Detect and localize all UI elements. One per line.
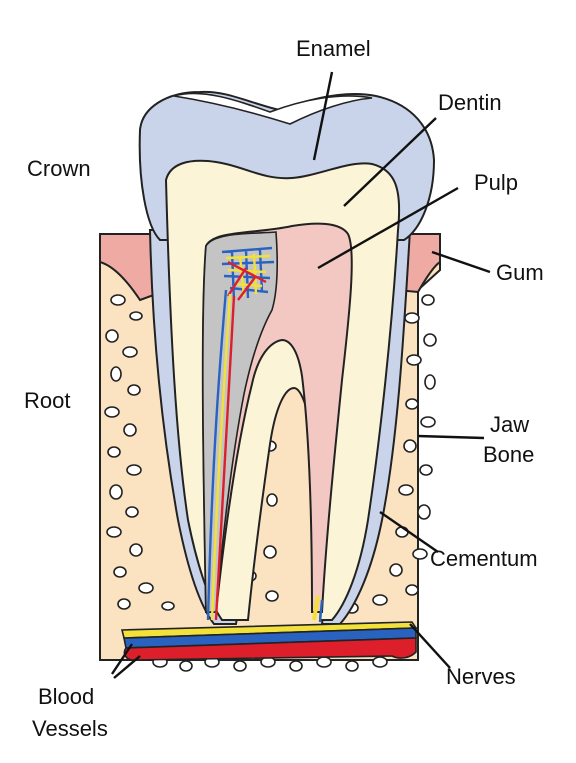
pulp-vessels [206, 246, 324, 623]
leader-lines [111, 71, 491, 679]
enamel-highlight [173, 92, 373, 125]
label-root: Root [24, 388, 70, 413]
gum-leader [431, 250, 491, 274]
blood-vessels-bundle [120, 621, 418, 661]
label-nerves: Nerves [446, 664, 516, 689]
label-bone: Bone [483, 442, 534, 467]
label-vessels: Vessels [32, 716, 108, 741]
label-pulp: Pulp [474, 170, 518, 195]
label-enamel: Enamel [296, 36, 371, 61]
label-dentin: Dentin [438, 90, 502, 115]
label-cementum: Cementum [430, 546, 538, 571]
dentin-leader [343, 117, 437, 207]
nerves-leader [409, 623, 451, 669]
blood-vessels-leader-2 [113, 655, 141, 679]
label-jaw: Jaw [490, 412, 529, 437]
enamel-leader [312, 71, 334, 161]
label-crown: Crown [27, 156, 91, 181]
pulp-leader [317, 186, 459, 270]
label-blood: Blood [38, 684, 94, 709]
cementum-leader [379, 511, 439, 553]
jaw-bone-leader [417, 434, 485, 440]
label-gum: Gum [496, 260, 544, 285]
blood-vessels-leader-1 [111, 643, 133, 675]
